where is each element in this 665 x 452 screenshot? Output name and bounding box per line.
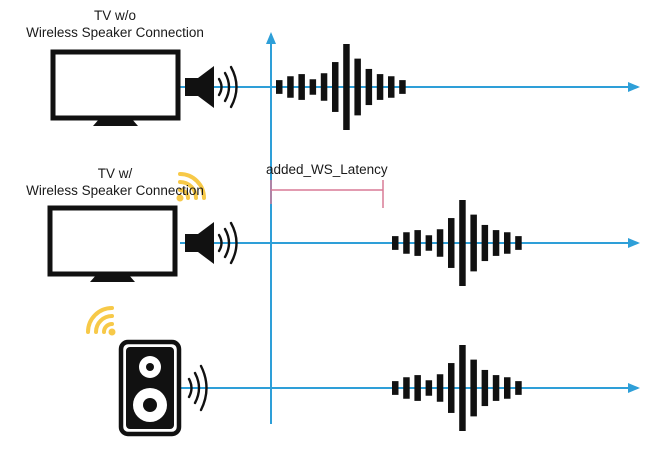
sound-waves-icon — [217, 65, 238, 109]
tv-icon — [50, 49, 181, 126]
waveform-bar — [504, 232, 511, 254]
waveform-bar — [399, 80, 406, 94]
waveform-bar — [459, 345, 466, 431]
waveform-bar — [332, 62, 339, 112]
sound-waves-icon — [187, 364, 208, 412]
loudspeaker-box-icon — [118, 339, 182, 437]
waveform-bar — [276, 80, 283, 94]
latency-label: added_WS_Latency — [266, 162, 388, 177]
waveform-bar — [425, 380, 433, 396]
waveform-bar — [481, 369, 489, 407]
waveform-bar — [448, 363, 455, 413]
wifi-icon — [86, 306, 116, 336]
waveform-bar — [309, 79, 317, 95]
waveform-bar — [492, 230, 500, 256]
latency-bracket — [270, 180, 384, 208]
waveform-bar — [470, 359, 477, 417]
tv-without-ws-title: TV w/o Wireless Speaker Connection — [10, 7, 220, 41]
waveform-bar — [287, 76, 294, 98]
waveform-bar — [504, 377, 511, 399]
waveform-bar — [392, 381, 399, 395]
speaker-icon — [185, 222, 214, 264]
waveform-bar — [298, 74, 305, 100]
waveform-bar — [481, 224, 489, 262]
tv-with-ws-title-line1: TV w/ — [97, 166, 133, 181]
waveform-icon — [392, 200, 522, 286]
waveform-bar — [492, 375, 500, 401]
tv-without-ws-title-line2: Wireless Speaker Connection — [26, 25, 204, 40]
waveform-bar — [376, 74, 384, 100]
sound-waves-icon — [217, 221, 238, 265]
waveform-bar — [459, 200, 466, 286]
speaker-icon — [185, 66, 214, 108]
waveform-bar — [392, 236, 399, 250]
waveform-bar — [515, 381, 522, 395]
tv-with-ws-title-line2: Wireless Speaker Connection — [26, 183, 204, 198]
waveform-icon — [392, 345, 522, 431]
waveform-bar — [436, 229, 444, 257]
waveform-bar — [388, 76, 395, 98]
waveform-bar — [425, 235, 433, 251]
waveform-bar — [470, 214, 477, 272]
waveform-bar — [515, 236, 522, 250]
waveform-bar — [448, 218, 455, 268]
waveform-bar — [414, 375, 421, 401]
waveform-icon — [276, 44, 406, 130]
tv-icon — [47, 205, 178, 282]
waveform-bar — [320, 73, 328, 101]
waveform-bar — [436, 374, 444, 402]
waveform-bar — [403, 377, 410, 399]
waveform-bar — [365, 68, 373, 106]
tv-without-ws-title-line1: TV w/o — [93, 8, 136, 23]
waveform-bar — [414, 230, 421, 256]
wifi-icon — [176, 172, 206, 202]
waveform-bar — [403, 232, 410, 254]
waveform-bar — [354, 58, 361, 116]
waveform-bar — [343, 44, 350, 130]
tv-with-ws-title: TV w/ Wireless Speaker Connection — [10, 165, 220, 199]
